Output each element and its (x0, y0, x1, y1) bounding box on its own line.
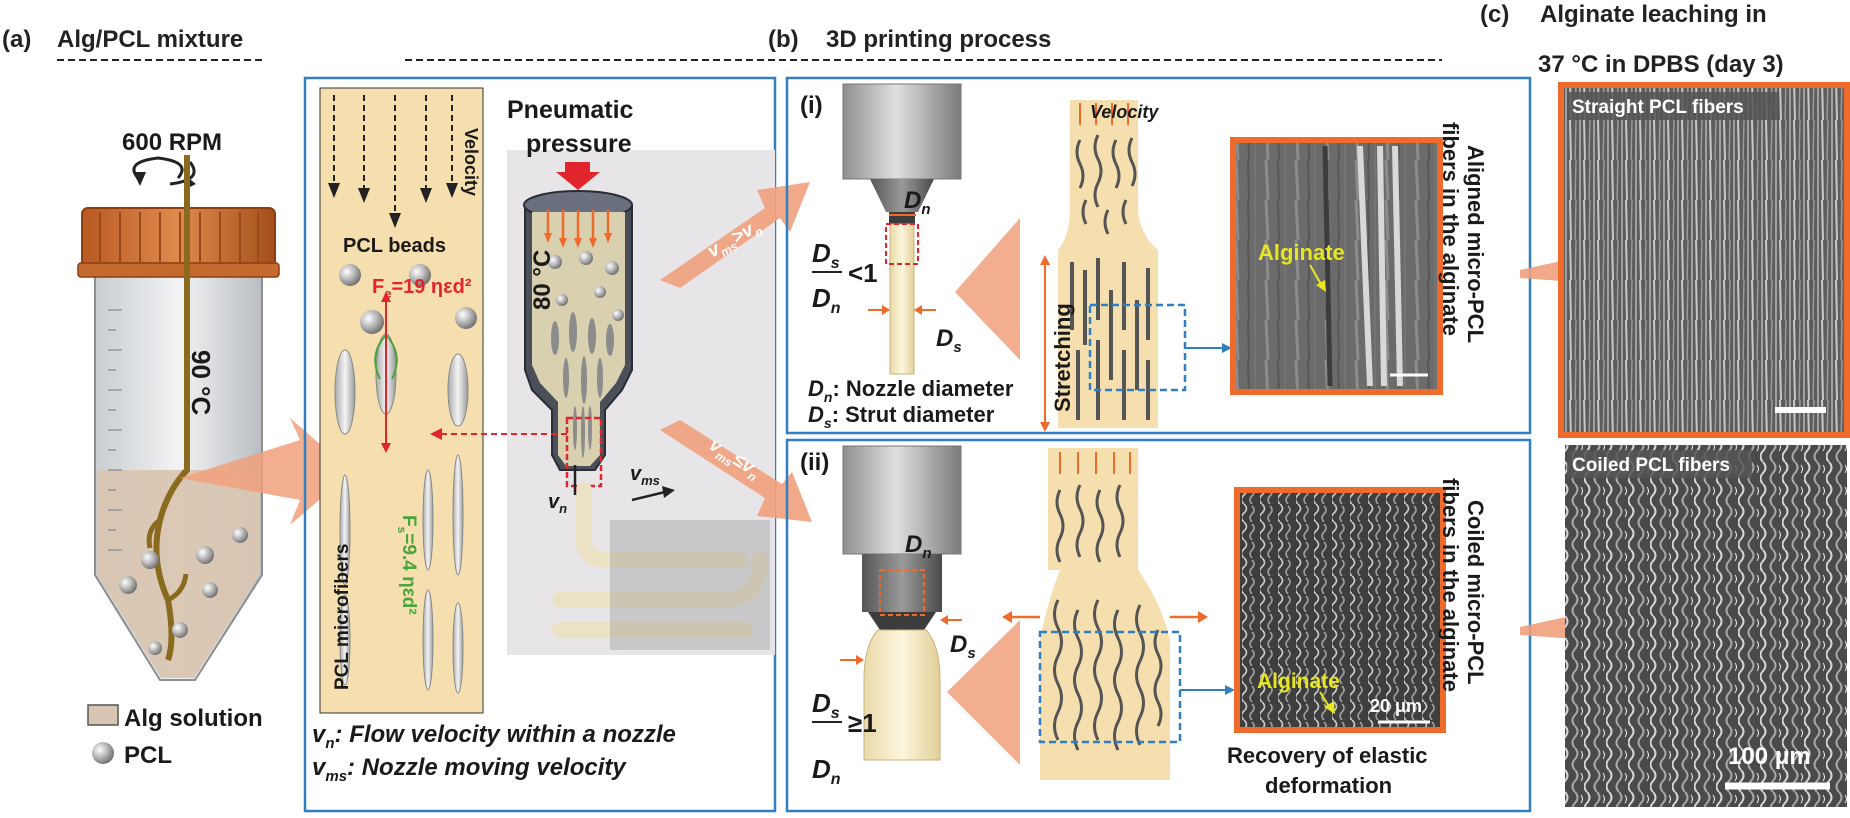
sub-i-ds: Ds (936, 325, 962, 356)
subpanel-i-label: (i) (800, 92, 823, 119)
legend-solution-swatch (87, 704, 119, 726)
panel-c-title-2: 37 °C in DPBS (day 3) (1538, 51, 1784, 78)
printer-temperature: 80 °C (529, 250, 556, 310)
printer-vms: vms (630, 463, 660, 488)
fe-equation: Fe=19 ηεd² (372, 276, 472, 301)
sub-ii-ratio-op: ≥1 (848, 708, 877, 738)
arrow-to-condition-i (660, 182, 810, 288)
scale-label-c: 100 μm (1728, 743, 1811, 770)
strut-i (889, 223, 915, 375)
legend-pcl-swatch (92, 742, 114, 764)
sem-image-coiled (1234, 487, 1446, 733)
arrow-a-to-b (180, 418, 352, 525)
panel-a-title: Alg/PCL mixture (57, 26, 243, 53)
pcl-microfibers-label: PCL microfibers (332, 544, 353, 690)
stretching-label: Stretching (1050, 303, 1075, 412)
sub-i-alginate: Alginate (1258, 240, 1345, 265)
sem-image-coiled-fibers (1565, 445, 1847, 807)
strut-ii (863, 629, 941, 761)
sub-i-ratio-den: Dn (812, 283, 841, 317)
legend-pcl-label: PCL (124, 742, 172, 769)
zoom-wedge-i (955, 218, 1020, 360)
sub-i-side-line1: Aligned micro-PCL (1463, 145, 1488, 343)
sub-ii-scale-label: 20 μm (1370, 696, 1422, 716)
mixing-tube: 600 RPM (77, 129, 280, 681)
def-vn: vn: Flow velocity within a nozzle (312, 721, 676, 752)
def-vms: vms: Nozzle moving velocity (312, 754, 627, 785)
panel-c-label: (c) (1480, 1, 1509, 28)
sub-ii-ratio-den: Dn (812, 754, 841, 788)
sub-i-side-line2: fibers in the alginate (1438, 122, 1463, 336)
fs-equation: Fs=9.4 ηεd² (395, 515, 419, 615)
subpanel-i-frame (785, 76, 1532, 435)
sub-ii-dn: Dn (905, 531, 932, 562)
rotation-arrow-icon (132, 156, 184, 179)
tube-temperature: 90 °C (186, 350, 216, 416)
subpanel-ii-label: (ii) (800, 449, 829, 476)
sub-i-ratio-op: <1 (848, 258, 878, 288)
panel-b-title: 3D printing process (826, 26, 1051, 53)
rpm-label: 600 RPM (122, 129, 222, 156)
zoom-wedge-ii (947, 620, 1020, 765)
recovery-line2: deformation (1265, 773, 1392, 798)
sub-ii-side-line2: fibers in the alginate (1438, 478, 1463, 692)
recovery-line1: Recovery of elastic (1227, 743, 1428, 768)
channel-velocity-label: Velocity (461, 128, 481, 196)
pcl-beads-label: PCL beads (343, 235, 446, 257)
sub-i-ratio-num: Ds (812, 238, 840, 272)
panel-c-title-1: Alginate leaching in (1540, 1, 1767, 28)
panel-b-label: (b) (768, 26, 799, 53)
pressure-label: pressure (526, 130, 632, 158)
def-dn: Dn: Nozzle diameter (808, 376, 1014, 405)
coiled-fibers-caption: Coiled PCL fibers (1572, 455, 1730, 476)
legend-solution-label: Alg solution (124, 705, 263, 732)
sub-ii-alginate: Alginate (1257, 670, 1340, 693)
pressure-arrow-icon (556, 162, 600, 190)
arrow-to-condition-ii (660, 420, 812, 522)
coil-medium-ii (1040, 448, 1170, 780)
sem-image-aligned (1230, 137, 1443, 395)
def-ds: Ds: Strut diameter (808, 402, 995, 431)
sub-ii-side-line1: Coiled micro-PCL (1463, 500, 1488, 685)
pneumatic-label: Pneumatic (507, 96, 634, 124)
sub-i-dn: Dn (904, 187, 931, 218)
printer-vn: vn (548, 491, 567, 516)
sem-image-straight-fibers (1558, 82, 1850, 438)
straight-fibers-caption: Straight PCL fibers (1572, 97, 1744, 118)
sub-ii-ratio-num: Ds (812, 688, 840, 722)
sub-ii-ds: Ds (950, 631, 976, 662)
panel-a-label: (a) (2, 26, 31, 53)
sub-i-velocity: Velocity (1090, 102, 1159, 122)
